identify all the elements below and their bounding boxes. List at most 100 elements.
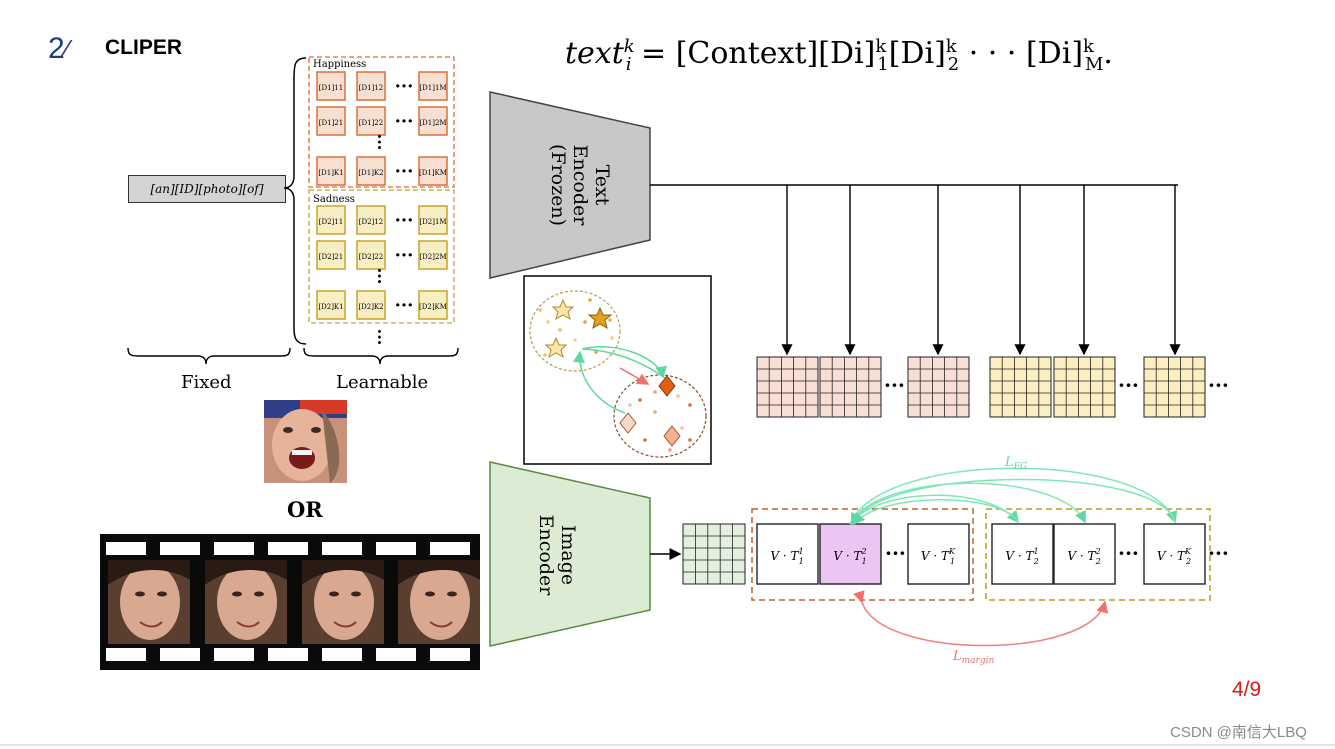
token-cell — [316, 106, 346, 136]
ellipsis: ··· — [885, 541, 906, 565]
text-feature-grid — [819, 356, 882, 418]
token-cell — [356, 240, 386, 270]
token-cell — [356, 205, 386, 235]
ellipsis: ··· — [395, 210, 414, 231]
drop-arrows — [781, 185, 1181, 356]
cluster-point — [676, 394, 680, 398]
fg-arrow-embed — [581, 346, 668, 379]
video-frame — [108, 560, 190, 644]
film-hole — [214, 648, 254, 661]
margin-loss-label: Lmargin — [952, 649, 994, 666]
similarity-box — [1143, 523, 1206, 585]
sadness-sim-group — [985, 508, 1211, 601]
sadness-group-box — [308, 189, 455, 324]
fixed-brace — [127, 347, 291, 365]
ellipsis: ··· — [395, 161, 414, 182]
token-cell-label: [D1]2M — [419, 119, 446, 127]
text-encoder-line1: Text — [591, 165, 613, 206]
film-hole — [322, 648, 362, 661]
fixed-label: Fixed — [181, 372, 232, 393]
film-hole — [214, 542, 254, 555]
fg-loss-label: LFG — [1004, 455, 1027, 472]
image-feature-grid-cells — [682, 523, 746, 585]
film-hole — [106, 648, 146, 661]
text-feature-grid — [907, 356, 970, 418]
similarity-box — [756, 523, 819, 585]
ellipsis: ··· — [395, 295, 414, 316]
image-encoder — [489, 461, 651, 647]
cluster-point — [688, 403, 692, 407]
token-cell-label: [D1]12 — [359, 84, 383, 92]
video-filmstrip — [100, 534, 480, 670]
cluster-point — [643, 438, 647, 442]
cluster-point — [546, 320, 550, 324]
similarity-box — [991, 523, 1054, 585]
token-cell-label: [D2]12 — [359, 218, 383, 226]
face-photo — [264, 400, 347, 483]
learnable-label: Learnable — [336, 372, 429, 393]
page-counter: 4/9 — [1232, 678, 1262, 701]
ellipsis: ··· — [395, 111, 414, 132]
star-marker — [587, 306, 613, 330]
ellipsis: ··· — [884, 373, 905, 397]
token-cell — [418, 290, 448, 320]
text-encoder-line3: (Frozen) — [547, 144, 569, 226]
cluster-point — [558, 328, 562, 332]
token-cell — [356, 156, 386, 186]
slide-number: 2⁄ — [48, 32, 70, 65]
token-cell — [316, 290, 346, 320]
film-hole — [376, 542, 416, 555]
token-cell-label: [D2]21 — [319, 253, 343, 261]
token-cell-label: [D1]K1 — [318, 169, 343, 177]
prompt-formula: textki = [Context][Di]k1[Di]k2 · · · [Di… — [565, 36, 1113, 75]
similarity-box — [907, 523, 970, 585]
cluster-point — [588, 298, 592, 302]
token-cell-label: [D2]22 — [359, 253, 383, 261]
token-cell — [316, 71, 346, 101]
vertical-ellipsis: ··· — [370, 268, 389, 285]
token-cell-label: [D2]1M — [419, 218, 446, 226]
similarity-box — [819, 523, 882, 585]
token-cell — [418, 156, 448, 186]
text-feature-grids: ········· — [756, 356, 1229, 418]
cluster-point — [668, 448, 672, 452]
embedding-space-box — [523, 275, 712, 465]
token-cell — [356, 106, 386, 136]
fg-arrow-embed — [572, 350, 626, 414]
fixed-prompt-box: [an][ID][photo][of] — [128, 175, 286, 203]
token-cell — [418, 240, 448, 270]
cluster-point — [573, 338, 577, 342]
group-label-happiness: Happiness — [313, 59, 367, 70]
star-marker — [551, 298, 575, 321]
film-hole — [430, 542, 470, 555]
film-hole — [160, 542, 200, 555]
watermark: CSDN @南信大LBQ — [1170, 724, 1307, 741]
token-cell — [418, 106, 448, 136]
ellipsis: ··· — [1118, 541, 1139, 565]
happiness-group-box — [308, 56, 455, 188]
film-hole — [268, 648, 308, 661]
token-cell-label: [D2]KM — [419, 303, 447, 311]
token-cell-label: [D2]K2 — [358, 303, 383, 311]
group-label-sadness: Sadness — [313, 194, 355, 205]
token-cell — [418, 71, 448, 101]
text-encoder-label: Text Encoder (Frozen) — [547, 144, 613, 226]
text-encoder-line2: Encoder — [569, 145, 591, 227]
diamond-marker — [658, 375, 676, 397]
cluster-point — [638, 398, 642, 402]
video-frame — [302, 560, 384, 644]
image-encoder-label: Image Encoder — [535, 515, 579, 597]
cluster-point — [688, 438, 692, 442]
cluster-point — [680, 426, 684, 430]
text-feature-grid — [989, 356, 1052, 418]
cluster-point — [628, 403, 632, 407]
vertical-ellipsis: ··· — [370, 329, 389, 346]
film-hole — [268, 542, 308, 555]
cluster-point — [653, 410, 657, 414]
sadness-cluster — [613, 374, 707, 458]
